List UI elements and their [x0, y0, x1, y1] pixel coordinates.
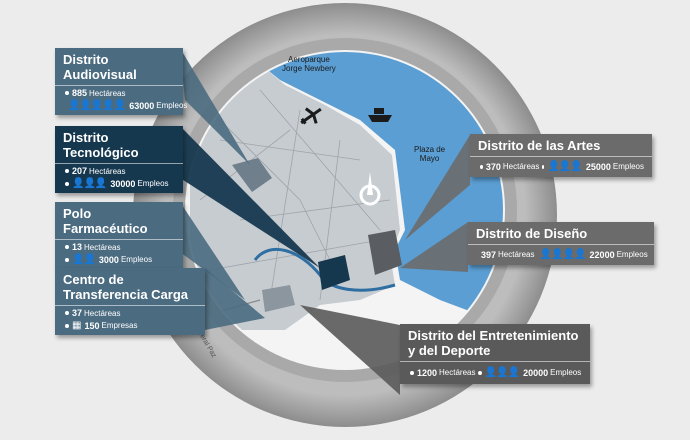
airport-label: Aeroparque Jorge Newbery: [282, 55, 336, 73]
building-icon: ▦: [72, 320, 82, 331]
bullet-icon: [65, 311, 69, 315]
bullet-icon: [65, 245, 69, 249]
bullet-icon: [65, 323, 69, 328]
ship-icon: [368, 108, 392, 122]
card-title: Distrito de Diseño: [468, 222, 654, 245]
bullet-icon: [410, 370, 414, 375]
bullet-icon: [480, 164, 483, 169]
people-icon: 👤👤👤: [484, 367, 520, 378]
card-title: Centro de Transferencia Carga: [55, 268, 205, 306]
card-title: Distrito Tecnológico: [55, 126, 183, 164]
card-title: Distrito de las Artes: [470, 134, 652, 157]
district-entretenimiento-area: [262, 285, 295, 312]
card-title: Distrito del Entretenimiento y del Depor…: [400, 324, 590, 362]
people-icon: 👤👤👤: [72, 178, 107, 189]
connector-farmaceutico: [180, 202, 245, 300]
bullet-icon: [541, 164, 545, 169]
district-tecnologico-area: [318, 255, 350, 290]
bullet-icon: [477, 370, 482, 375]
district-audiovisual-area: [232, 158, 272, 192]
people-icon: 👤👤👤👤👤: [68, 100, 126, 111]
airplane-icon: [300, 107, 322, 125]
connector-diseno: [400, 222, 468, 272]
district-artes-area: [368, 230, 402, 275]
connector-tecnologico: [180, 126, 320, 268]
people-icon: 👤👤👤👤: [539, 249, 587, 260]
card-title: Polo Farmacéutico: [55, 202, 183, 240]
obelisk-marker: [359, 172, 381, 206]
card-distrito-entretenimiento: Distrito del Entretenimiento y del Depor…: [400, 324, 590, 384]
card-title: Distrito Audiovisual: [55, 48, 183, 86]
people-icon: 👤👤: [72, 254, 96, 265]
connector-audiovisual: [180, 48, 250, 165]
bullet-icon: [65, 181, 69, 186]
connector-artes: [405, 135, 470, 240]
plaza-label: Plaza de Mayo: [414, 145, 446, 163]
bullet-icon: [65, 91, 69, 95]
bullet-icon: [65, 169, 69, 173]
connector-carga: [205, 268, 265, 330]
bullet-icon: [65, 257, 69, 262]
people-icon: 👤👤👤: [547, 161, 582, 172]
connector-entretenimiento: [300, 305, 400, 395]
